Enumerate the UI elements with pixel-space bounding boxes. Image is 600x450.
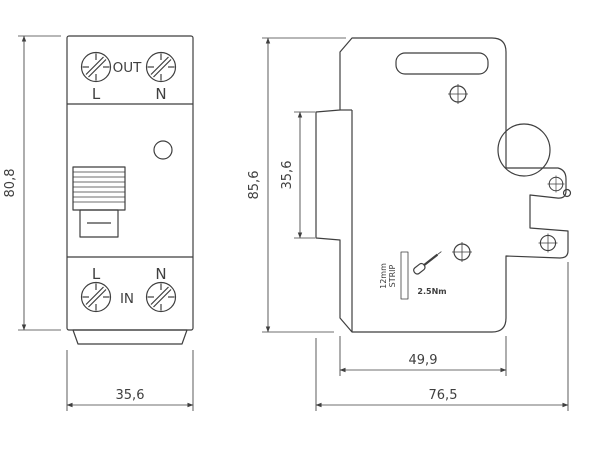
indicator-window: [153, 140, 173, 160]
side-total-depth-value: 76,5: [429, 388, 458, 403]
front-view: OUT L N L N IN: [66, 35, 194, 345]
mechanism-boss-circle: [497, 123, 551, 177]
side-flange-height-value: 35,6: [280, 161, 295, 190]
front-foot: [72, 329, 188, 345]
dimension-side-total-depth: 76,5: [315, 262, 569, 411]
torque-label: 2.5Nm: [417, 287, 446, 296]
pole-bottom-left-label: L: [92, 265, 101, 283]
rivet-clip-icon: [537, 232, 559, 254]
side-body-outline: [315, 37, 569, 333]
pole-top-left-label: L: [92, 85, 101, 103]
pole-top-right-label: N: [155, 85, 166, 103]
toggle-switch: [72, 166, 126, 238]
out-label: OUT: [113, 60, 143, 76]
front-height-value: 80,8: [3, 169, 18, 198]
terminal-screw-bottom-right-icon: [145, 281, 177, 313]
side-view: 12mm STRIP 2.5Nm: [315, 37, 572, 333]
rivet-ear-icon: [546, 174, 566, 194]
pole-bottom-right-label: N: [155, 265, 166, 283]
terminal-screw-top-left-icon: [80, 51, 112, 83]
dimension-front-height: 80,8: [3, 35, 61, 331]
dimension-side-height: 85,6: [247, 37, 346, 333]
terminal-screw-bottom-left-icon: [80, 281, 112, 313]
front-width-value: 35,6: [116, 388, 145, 403]
clip-ear-hole: [562, 188, 572, 198]
dimension-front-width: 35,6: [66, 350, 194, 411]
dimension-side-flange-height: 35,6: [280, 111, 315, 239]
dimension-side-body-depth: 49,9: [339, 336, 507, 376]
rivet-middle-icon: [451, 241, 473, 263]
rivet-top-icon: [447, 83, 469, 105]
side-height-value: 85,6: [247, 171, 262, 200]
terminal-screw-top-right-icon: [145, 51, 177, 83]
strip-word-label: STRIP: [388, 264, 397, 287]
side-body-depth-value: 49,9: [409, 353, 438, 368]
screwdriver-icon: [413, 251, 442, 275]
strip-gauge-icon: [400, 251, 409, 300]
handle-recess-slot: [395, 52, 489, 75]
strip-length-label: 12mm: [379, 263, 388, 289]
in-label: IN: [120, 291, 134, 307]
